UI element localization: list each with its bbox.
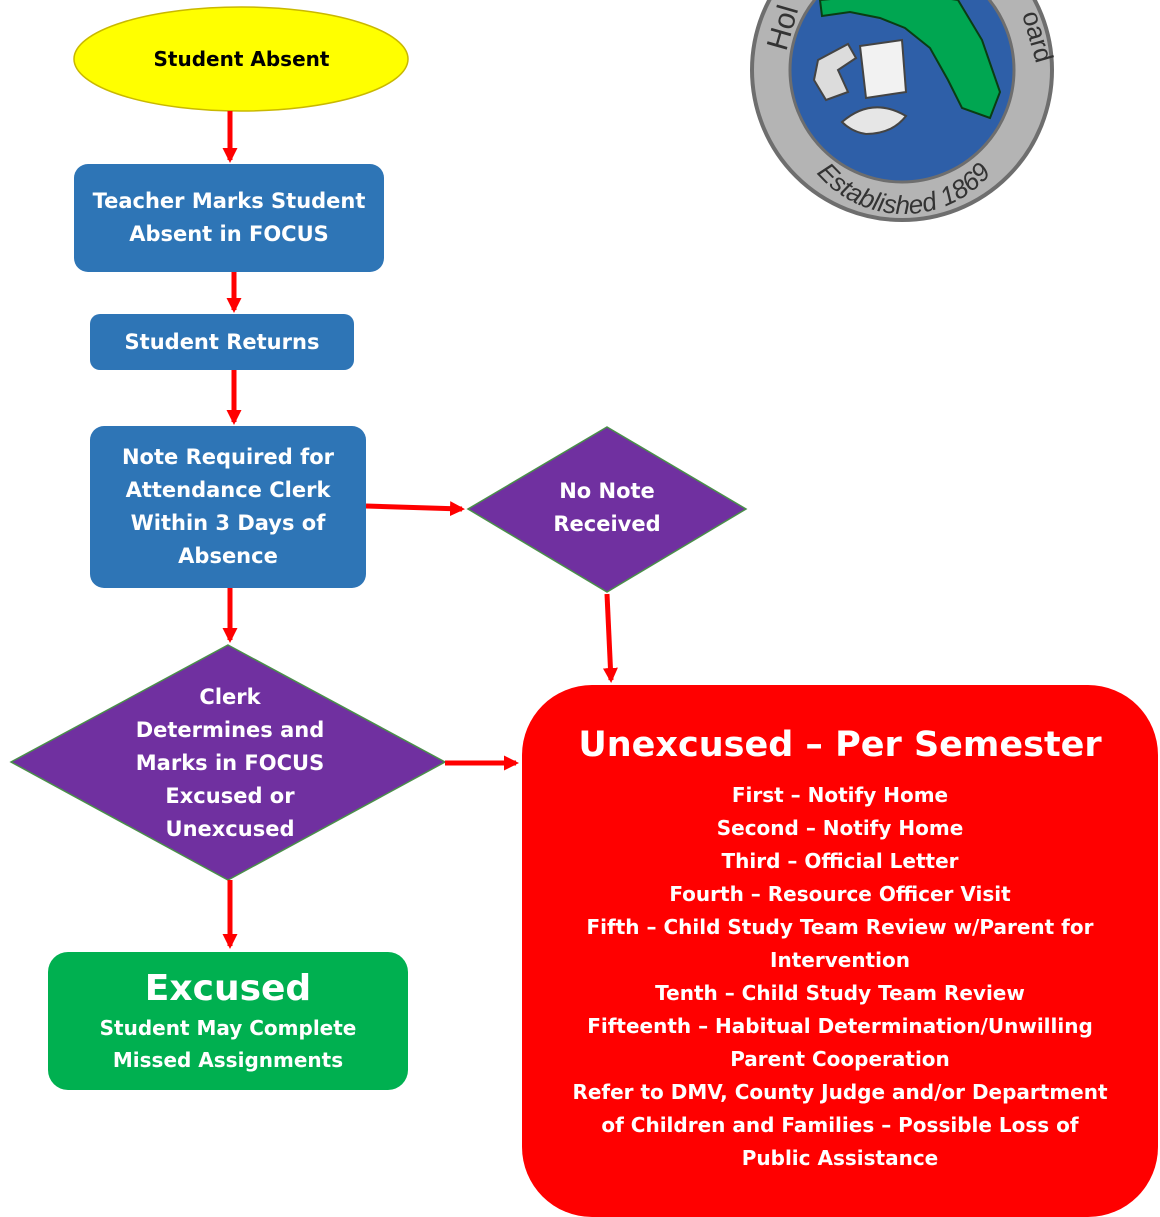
teacher-marks-line: Absent in FOCUS [129,222,329,246]
note-required-line: Note Required for [121,445,335,469]
unexcused-line: Fourth – Resource Officer Visit [669,882,1011,906]
start-node-shape [73,6,409,112]
note-required-line: Absence [178,544,278,568]
teacher-marks-line: Teacher Marks Student [92,189,366,213]
clerk-decision-line: Clerk [199,684,261,709]
no-note-node: No Note Received [468,464,746,552]
unexcused-line: Fifteenth – Habitual Determination/Unwil… [587,1014,1093,1038]
excused-line: Missed Assignments [112,1048,344,1072]
unexcused-line: Tenth – Child Study Team Review [655,981,1025,1005]
clerk-decision-line: Marks in FOCUS [135,750,325,775]
scroll-icon [858,38,908,100]
arrow-nonote-to-unexcused [602,593,618,683]
unexcused-line: Second – Notify Home [716,816,964,840]
unexcused-line: First – Notify Home [731,783,949,807]
start-node: Student Absent [75,7,408,111]
unexcused-line: Parent Cooperation [730,1047,950,1071]
excused-node: Excused Student May Complete Missed Assi… [48,952,408,1090]
unexcused-line: of Children and Families – Possible Loss… [601,1113,1079,1137]
clerk-decision-line: Excused or [165,783,295,808]
clerk-decision-line: Unexcused [165,816,295,841]
no-note-diamond [466,426,748,593]
note-required-node: Note Required for Attendance Clerk Withi… [90,426,366,588]
winged-helmet-icon [812,42,858,102]
no-note-line: No Note [559,479,655,503]
unexcused-line: Third – Official Letter [721,849,959,873]
teacher-marks-node: Teacher Marks Student Absent in FOCUS [74,164,384,272]
florida-state-icon [818,0,1002,120]
student-returns-label: Student Returns [124,329,320,354]
note-required-line: Within 3 Days of [130,511,326,535]
clerk-decision-line: Determines and [135,717,325,742]
note-required-line: Attendance Clerk [125,478,331,502]
unexcused-line: Intervention [770,948,910,972]
student-returns-node: Student Returns [90,314,354,370]
flow-arrows [222,111,618,949]
excused-line: Student May Complete [99,1016,357,1040]
school-board-seal: Hol oard Established 1869 [750,0,1059,222]
clerk-decision-node: Clerk Determines and Marks in FOCUS Excu… [90,680,370,846]
unexcused-line: Public Assistance [741,1146,939,1170]
unexcused-node: Unexcused – Per Semester First – Notify … [522,685,1158,1217]
arrow-note-to-nonote [365,501,465,517]
unexcused-title: Unexcused – Per Semester [578,725,1102,765]
unexcused-line: Refer to DMV, County Judge and/or Depart… [572,1080,1108,1104]
oil-lamp-icon [840,106,908,136]
unexcused-line: Fifth – Child Study Team Review w/Parent… [586,915,1094,939]
no-note-line: Received [553,512,661,536]
excused-title: Excused [144,968,312,1009]
start-node-label: Student Absent [153,47,330,71]
